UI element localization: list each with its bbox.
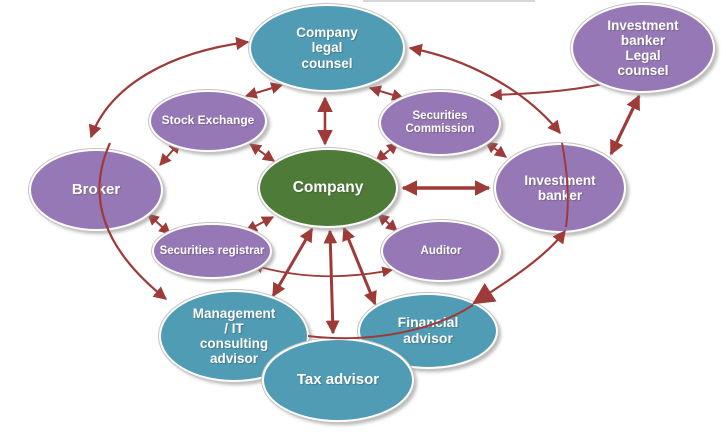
edge-investment-banker-legal-counsel-securities-commission (489, 83, 604, 101)
edge-investment-banker-investment-banker-legal-counsel (609, 94, 641, 156)
edge-company-legal-counsel-securities-commission (368, 85, 405, 101)
edge-broker-securities-registrar (147, 213, 171, 235)
edge-securities-registrar-auditor (251, 262, 394, 278)
edge-stock-exchange-company-legal-counsel (244, 82, 284, 99)
edge-securities-commission-investment-banker (485, 141, 507, 158)
node-company-legal-counsel: Company legal counsel (249, 4, 405, 92)
node-stock-exchange: Stock Exchange (149, 90, 267, 152)
edge-company-financial-advisor (342, 226, 377, 306)
node-investment-banker-legal-counsel: Investment banker Legal counsel (571, 3, 715, 93)
node-management-it-consulting-advisor: Management / IT consulting advisor (159, 290, 309, 382)
node-tax-advisor: Tax advisor (262, 338, 414, 422)
edge-stock-exchange-company (249, 143, 275, 162)
node-company: Company (258, 148, 398, 228)
node-broker: Broker (29, 149, 163, 231)
node-securities-registrar: Securities registrar (152, 223, 272, 279)
top-edge-artifact (363, 0, 535, 2)
edge-company-tax-advisor (323, 229, 340, 335)
edge-company-management-advisor (271, 227, 314, 298)
node-investment-banker: Investment banker (494, 143, 626, 233)
node-auditor: Auditor (381, 220, 501, 282)
node-securities-commission: Securities Commission (379, 90, 501, 156)
edge-company-auditor (377, 213, 398, 232)
edge-securities-commission-company (375, 142, 399, 162)
